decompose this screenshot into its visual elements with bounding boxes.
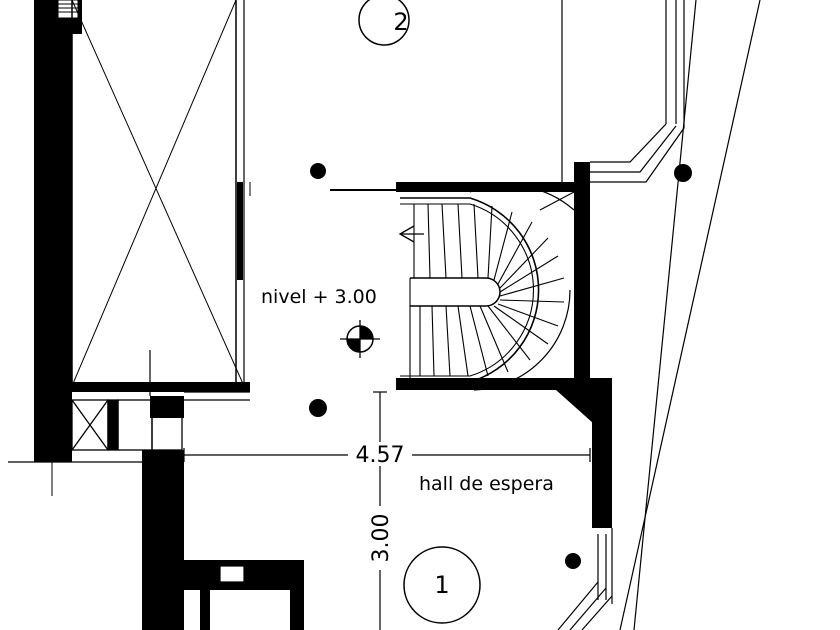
column-dot [565, 553, 581, 569]
room-name-label: hall de espera [419, 473, 554, 495]
column-dot [309, 399, 327, 417]
column-dot [674, 164, 692, 182]
room-number-2: 2 [358, 0, 410, 46]
wall-corner [556, 390, 612, 440]
hatched-block [57, 0, 79, 19]
columns [309, 163, 692, 569]
room-number-1: 1 [403, 546, 481, 624]
stair-arrow-icon [398, 225, 424, 243]
level-marker-icon [340, 320, 380, 358]
level-label: nivel + 3.00 [261, 286, 377, 308]
dim-depth-mask [368, 506, 394, 570]
room-2-walls [561, 0, 685, 184]
stair [400, 184, 575, 391]
hall-walls-right [557, 440, 613, 630]
dimension-width-label: 4.57 [356, 443, 405, 468]
exterior-wall-bottom-left [142, 450, 304, 630]
exterior-wall-left [34, 0, 82, 462]
double-height-void [71, 0, 251, 387]
room-2-label: 2 [393, 8, 408, 36]
column-dot [310, 163, 326, 179]
dimension-depth-label: 3.00 [369, 514, 394, 563]
dim-width-mask [348, 442, 412, 466]
door-opening [149, 350, 250, 401]
window-lower-left [219, 565, 245, 583]
site-boundary [619, 0, 761, 630]
room-1-label: 1 [434, 571, 449, 599]
interior-wall-mid [72, 382, 250, 418]
duct-shafts [71, 399, 183, 451]
